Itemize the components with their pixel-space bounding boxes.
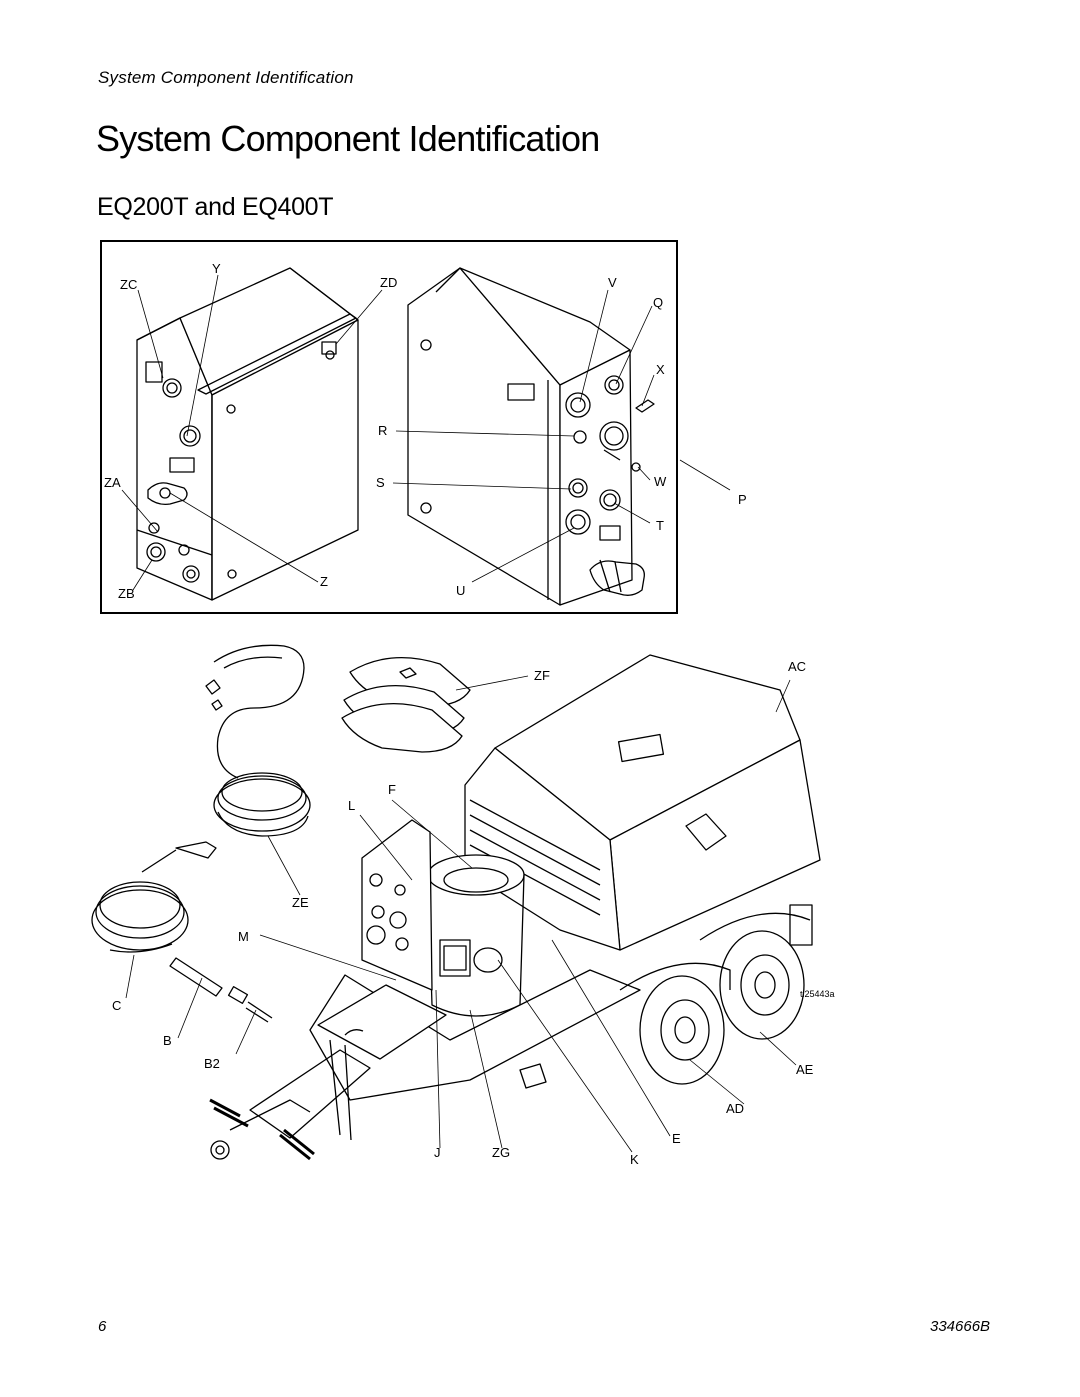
callout-ZE: ZE <box>292 895 309 910</box>
callout-P: P <box>738 492 747 507</box>
callout-ZC: ZC <box>120 277 137 292</box>
callout-R: R <box>378 423 387 438</box>
page-title: System Component Identification <box>96 118 600 159</box>
trailer-unit-drawing <box>209 654 821 1161</box>
document-number: 334666B <box>930 1318 991 1335</box>
callout-F: F <box>388 782 396 797</box>
callout-K: K <box>630 1152 639 1167</box>
callout-ZA: ZA <box>104 475 121 490</box>
callout-Y: Y <box>212 261 221 276</box>
callout-L: L <box>348 798 355 813</box>
hose-assembly-drawing <box>91 644 311 1023</box>
callout-Q: Q <box>653 295 663 310</box>
callout-ZB: ZB <box>118 586 135 601</box>
page-number: 6 <box>98 1318 107 1335</box>
callout-X: X <box>656 362 665 377</box>
callout-Z: Z <box>320 574 328 589</box>
callout-T: T <box>656 518 664 533</box>
callout-ZF: ZF <box>534 668 550 683</box>
running-header: System Component Identification <box>98 68 354 87</box>
callout-C: C <box>112 998 121 1013</box>
cabinet-right-drawing <box>407 267 655 606</box>
callout-AD: AD <box>726 1101 744 1116</box>
callout-E: E <box>672 1131 681 1146</box>
callout-ZD: ZD <box>380 275 397 290</box>
callout-S: S <box>376 475 385 490</box>
callout-B: B <box>163 1033 172 1048</box>
cabinet-left-drawing <box>136 267 359 601</box>
callout-U: U <box>456 583 465 598</box>
callout-M: M <box>238 929 249 944</box>
callout-V: V <box>608 275 617 290</box>
image-reference: ti25443a <box>800 989 835 999</box>
callout-J: J <box>434 1145 441 1160</box>
callout-AC: AC <box>788 659 806 674</box>
top-callout-leaders <box>121 274 731 591</box>
callout-B2: B2 <box>204 1056 220 1071</box>
bottom-callout-leaders <box>125 675 797 1153</box>
callout-ZG: ZG <box>492 1145 510 1160</box>
section-subtitle: EQ200T and EQ400T <box>97 193 334 221</box>
callout-W: W <box>654 474 667 489</box>
top-figure-frame <box>100 240 678 614</box>
callout-AE: AE <box>796 1062 814 1077</box>
